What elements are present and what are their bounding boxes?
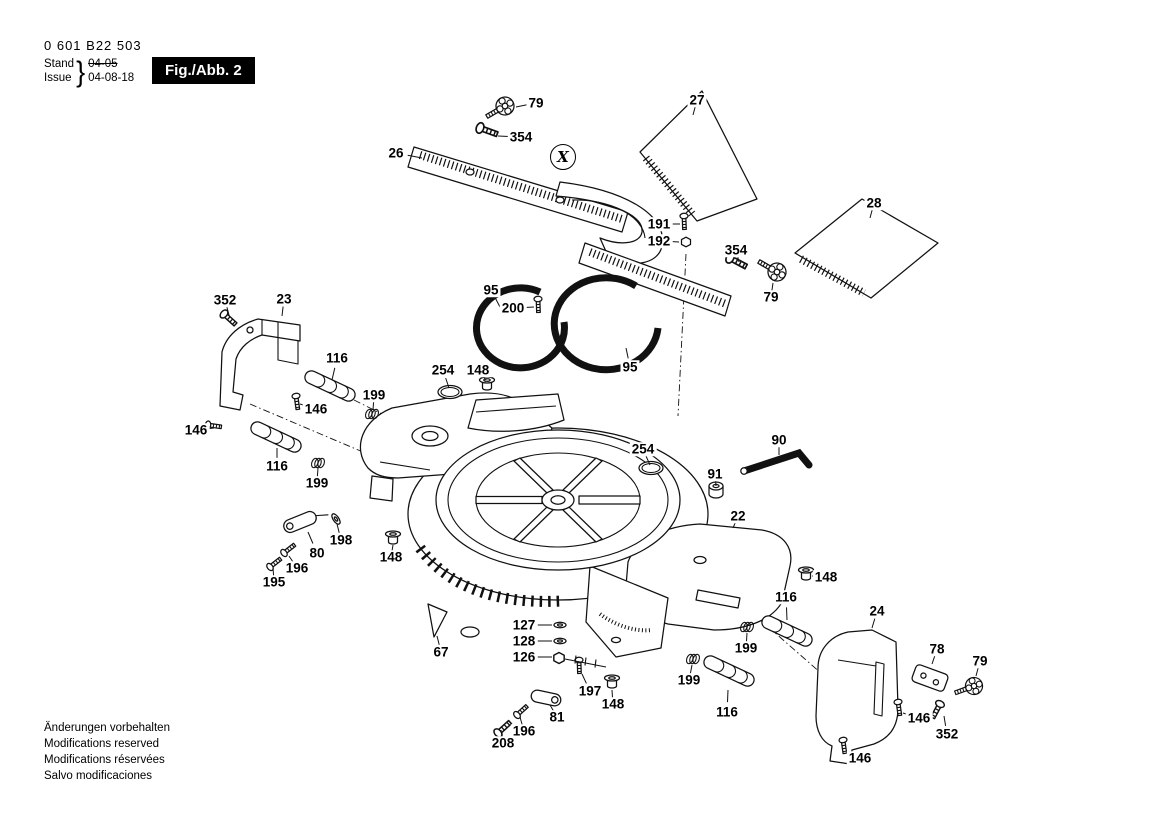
footer-line-de: Änderungen vorbehalten xyxy=(44,722,170,734)
document-header: 0 601 B22 503 Stand Issue } 04-05 04-08-… xyxy=(44,38,142,88)
legal-footer: Änderungen vorbehalten Modifications res… xyxy=(44,720,170,784)
footer-line-en: Modifications reserved xyxy=(44,738,160,751)
stand-value: 04-05 xyxy=(88,58,118,71)
revision-block: Stand Issue } 04-05 04-08-18 xyxy=(44,56,142,88)
stand-label: Stand xyxy=(44,58,75,71)
revision-brace: } xyxy=(76,56,86,88)
footer-line-es: Salvo modificaciones xyxy=(44,770,153,783)
part-number: 0 601 B22 503 xyxy=(44,38,142,53)
issue-value: 04-08-18 xyxy=(88,72,135,85)
issue-label: Issue xyxy=(44,72,72,85)
figure-label: Fig./Abb. 2 xyxy=(152,57,255,84)
footer-line-fr: Modifications réservées xyxy=(44,754,165,767)
